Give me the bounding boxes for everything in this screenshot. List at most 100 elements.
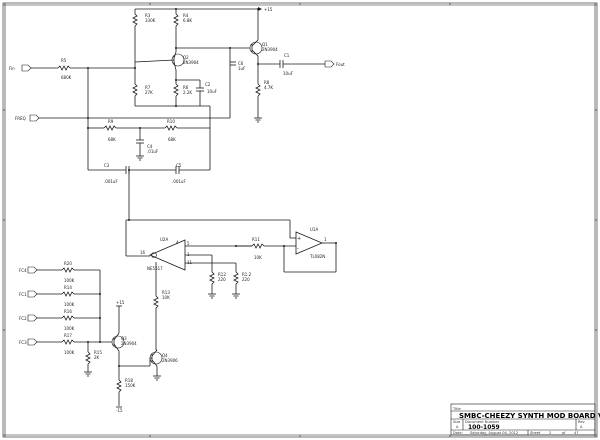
fc3-port-icon <box>27 338 38 346</box>
c6-value: 1uF <box>238 66 246 71</box>
r11-value: 10K <box>254 255 262 260</box>
q2-ref: Q2 <box>183 55 189 60</box>
r16-value: 100K <box>64 326 75 331</box>
title-block: Title SMBC-CHEEZY SYNTH MOD BOARD VCF Si… <box>450 403 600 436</box>
vplus-top-label: +15 <box>264 7 273 12</box>
u2a-pin4: 4 <box>176 240 179 245</box>
r12-value: 220 <box>218 277 226 282</box>
r14-resistor <box>61 291 75 297</box>
r13-value: 10K <box>162 295 170 300</box>
c2-value: 10uF <box>207 89 218 94</box>
r4-value: 6.8K <box>183 18 192 23</box>
r10-ref: R10 <box>167 119 175 124</box>
r12-resistor <box>209 271 215 285</box>
r6-resistor <box>173 83 179 97</box>
u2a-ref: U2A <box>160 237 168 242</box>
c2-ref: C2 <box>205 82 211 87</box>
fc2-port-label: FC2 <box>19 316 27 321</box>
r5-value: 680K <box>61 75 72 80</box>
freq-port-icon <box>29 114 40 122</box>
tb-size: A <box>456 425 459 429</box>
r15-ref: R15 <box>94 350 102 355</box>
r3-resistor <box>132 13 138 27</box>
u1a-pin-out: 1 <box>324 237 327 242</box>
r17-ref: R17 <box>64 333 72 338</box>
fc4-port-label: FC4 <box>19 268 27 273</box>
tb-date-caption: Date: <box>453 431 463 435</box>
c6-ref: C6 <box>238 61 244 66</box>
c4-value: .01uF <box>147 149 159 154</box>
tb-sheet-caption: Sheet <box>530 431 541 435</box>
r3-ref: R3 <box>145 13 151 18</box>
u2a-pin11: 11 <box>187 260 193 265</box>
r10-resistor <box>164 125 178 131</box>
r12b-ref: R1.2 <box>242 272 252 277</box>
r15-resistor <box>85 351 91 365</box>
r9-resistor <box>103 125 117 131</box>
r16-ref: R16 <box>64 309 72 314</box>
r5-ref: R5 <box>61 58 67 63</box>
r8-ref: R8 <box>264 80 270 85</box>
fc1-port-icon <box>27 290 38 298</box>
fin-port-label: Fin <box>9 66 15 71</box>
r17-value: 100K <box>64 350 75 355</box>
top-buffer-section: +15 R3 330K R4 6.8K Q2 2N3904 <box>9 7 345 170</box>
filter-network: FREQ R9 68K R10 68K C4 .01uF <box>15 106 290 256</box>
c1-ref: C1 <box>284 53 290 58</box>
r15-value: 2K <box>94 355 100 360</box>
tb-rev: A <box>580 425 583 429</box>
r4-ref: R4 <box>183 13 189 18</box>
tb-docnum: 100-1059 <box>468 424 500 431</box>
r18-resistor <box>116 379 122 393</box>
r13-resistor <box>153 295 159 309</box>
r6-value: 2.2K <box>183 90 192 95</box>
r17-resistor <box>61 339 75 345</box>
tb-rev-caption: Rev <box>578 420 586 424</box>
fin-port-icon <box>21 64 32 72</box>
r11-resistor <box>251 243 265 249</box>
r20-ref: R20 <box>64 261 72 266</box>
c3-ref: C3 <box>104 163 110 168</box>
r7-value: 27K <box>145 90 153 95</box>
r14-ref: R14 <box>64 285 72 290</box>
r4-resistor <box>173 13 179 27</box>
r7-ref: R7 <box>145 85 151 90</box>
r9-value: 68K <box>108 137 116 142</box>
c4-ref: C4 <box>147 144 153 149</box>
tb-sheets: 47 <box>574 431 579 435</box>
r18-ref: R18 <box>125 378 133 383</box>
r12-ref: R12 <box>218 272 226 277</box>
u1a-minus: - <box>297 246 299 252</box>
c5-value: .001uF <box>172 179 186 184</box>
r6-ref: R6 <box>183 85 189 90</box>
r8-resistor <box>255 83 261 97</box>
r3-value: 330K <box>145 18 156 23</box>
r14-value: 100K <box>64 302 75 307</box>
tb-of: of <box>562 431 566 435</box>
r7-resistor <box>132 83 138 97</box>
q1-value: 2N3904 <box>262 47 278 52</box>
tb-title: SMBC-CHEEZY SYNTH MOD BOARD VCF <box>459 412 600 420</box>
u2a-pin5: 5 <box>187 241 190 246</box>
control-inputs: FC4 R20 100K FC1 R14 100K FC2 R16 100K F… <box>19 261 178 413</box>
r12b-resistor <box>233 271 239 285</box>
c5-ref: C5 <box>176 163 182 168</box>
r18-value: 150K <box>125 383 136 388</box>
r9-ref: R9 <box>108 119 114 124</box>
u2a-pin16: 16 <box>140 250 146 255</box>
fout-port-icon <box>324 60 335 68</box>
fc3-port-label: FC3 <box>19 340 27 345</box>
vminus-label: -15 <box>116 408 123 413</box>
fc4-port-icon <box>27 266 38 274</box>
q3-transistor-icon <box>111 335 125 349</box>
c3-value: .001uF <box>104 179 118 184</box>
freq-port-label: FREQ <box>15 116 26 121</box>
ota-and-opamp: U2A NE5517 16 4 5 1 11 R12 220 R1.2 220 <box>126 220 337 299</box>
q3-ref: Q3 <box>121 336 127 341</box>
r10-value: 68K <box>168 137 176 142</box>
tb-size-caption: Size <box>453 420 461 424</box>
q2-value: 2N3904 <box>183 60 199 65</box>
r11-ref: R11 <box>252 237 260 242</box>
